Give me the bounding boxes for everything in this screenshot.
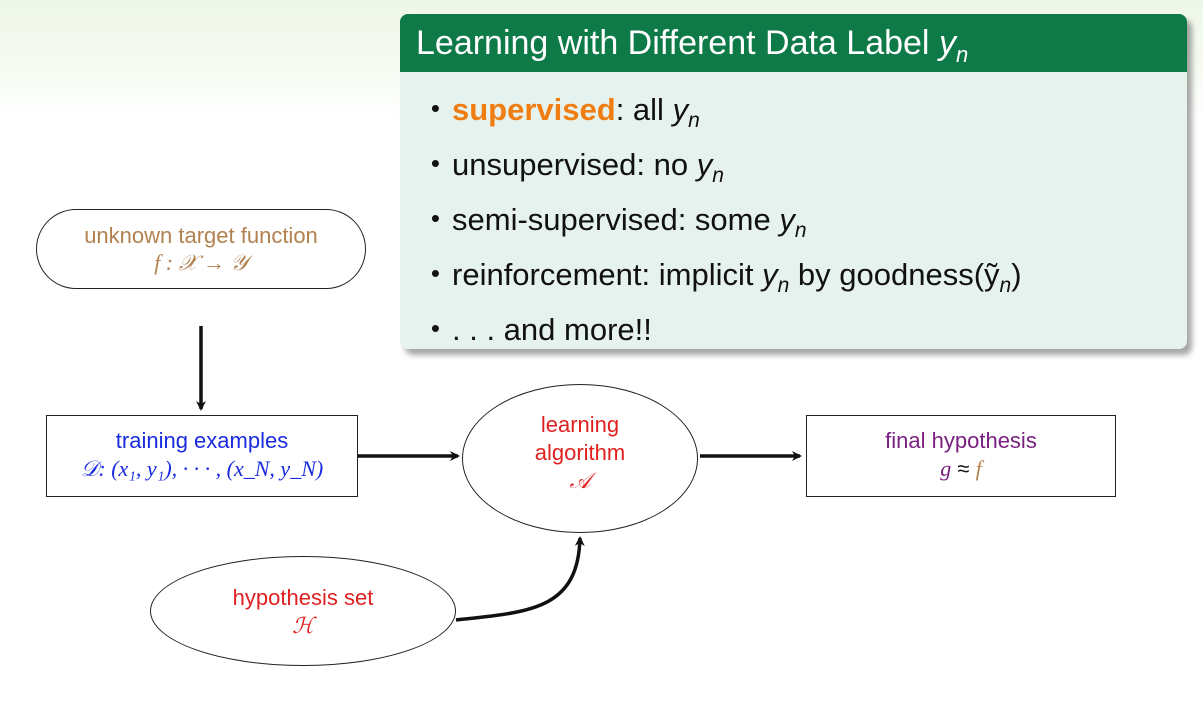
- algorithm-symbol: 𝒜: [569, 468, 591, 493]
- target-label: unknown target function: [84, 223, 318, 248]
- list-item-unsupervised: •unsupervised: no yn: [430, 147, 724, 188]
- training-examples-node: training examples 𝒟: (x₁, y₁), · · · , (…: [46, 415, 358, 497]
- final-hypothesis-node: final hypothesis g ≈ f: [806, 415, 1116, 497]
- final-hypothesis-formula: g ≈ f: [940, 456, 982, 481]
- callout-title: Learning with Different Data Label yn: [400, 14, 1187, 72]
- list-item-supervised: •supervised: all yn: [430, 92, 700, 133]
- training-label: training examples: [115, 428, 289, 453]
- training-formula: 𝒟: (x₁, y₁), · · · , (x_N, y_N): [80, 456, 324, 481]
- list-item-reinforcement: •reinforcement: implicit yn by goodness(…: [430, 257, 1022, 298]
- learning-algorithm-node: learning algorithm 𝒜: [462, 384, 698, 533]
- hypothesis-set-symbol: ℋ: [292, 613, 314, 638]
- callout-box: Learning with Different Data Label yn •s…: [400, 14, 1187, 349]
- unknown-target-function-node: unknown target function f : 𝒳 → 𝒴: [36, 209, 366, 289]
- list-item-semi-supervised: •semi-supervised: some yn: [430, 202, 807, 243]
- final-hypothesis-label: final hypothesis: [885, 428, 1037, 453]
- hypothesis-set-label: hypothesis set: [232, 585, 374, 610]
- algorithm-label-line2: algorithm: [534, 440, 626, 465]
- hypothesis-set-node: hypothesis set ℋ: [150, 556, 456, 666]
- algorithm-label-line1: learning: [540, 412, 620, 437]
- arrow-hset-to-algorithm: [455, 536, 585, 622]
- target-formula: f : 𝒳 → 𝒴: [154, 250, 248, 275]
- callout-list: •supervised: all yn •unsupervised: no yn…: [400, 72, 1187, 349]
- list-item-more: •. . . and more!!: [430, 312, 652, 347]
